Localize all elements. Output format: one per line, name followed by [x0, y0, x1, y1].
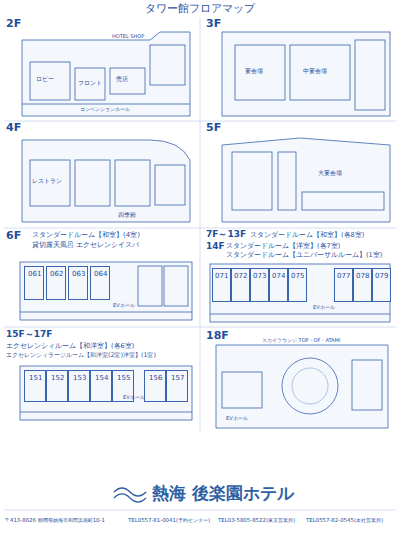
guest-room: 061 — [24, 266, 44, 300]
room-number: 156 — [149, 375, 162, 383]
ev-label: EVホール — [123, 395, 145, 401]
area-label: コンベンションホール — [80, 107, 130, 113]
ev-label: EVホール — [313, 305, 335, 311]
area-label: 大宴会場 — [318, 170, 342, 177]
floor-heading: 2F — [6, 18, 21, 30]
guest-room: 079 — [372, 268, 391, 302]
area-label: 宴会場 — [245, 68, 263, 75]
shop-label: HOTEL SHOP — [112, 34, 144, 40]
area-label: 売店 — [116, 76, 128, 83]
guest-room: 154 — [90, 370, 112, 402]
guest-room: 073 — [250, 268, 269, 302]
floor-heading: 6F — [6, 230, 21, 242]
floor-heading: 3F — [206, 18, 221, 30]
room-number: 073 — [253, 273, 266, 281]
room-number: 071 — [215, 273, 228, 281]
room-number: 079 — [375, 273, 388, 281]
room-number: 072 — [234, 273, 247, 281]
guest-room: 077 — [334, 268, 353, 302]
guest-room: 075 — [288, 268, 307, 302]
room-number: 061 — [28, 271, 41, 279]
floor-description: エクセレンシィラージルーム【和洋室(2室)洋室】(1室) — [6, 352, 156, 359]
map-title: タワー館フロアマップ — [145, 3, 255, 15]
floor-panel: 2F — [4, 18, 196, 120]
floor-description: スタンダードルーム【洋室】(各7室) — [226, 243, 340, 250]
guest-room: 074 — [269, 268, 288, 302]
room-number: 063 — [72, 271, 85, 279]
room-number: 151 — [29, 375, 42, 383]
floor-description: スタンダードルーム【和室】(4室) — [32, 232, 140, 240]
guest-room: 064 — [90, 266, 110, 300]
area-label: 中宴会場 — [303, 68, 327, 75]
lounge-label: スカイラウンジ TOP・OF・ATAMI — [262, 338, 340, 344]
floor-heading: 4F — [6, 122, 21, 134]
hotel-logo: 熱海 後楽園ホテル — [152, 484, 294, 503]
floor-panel: 5F — [204, 122, 396, 226]
address: 〒413-8626 静岡県熱海市和田浜南町10-1 — [5, 518, 105, 524]
floor-panel: 3F — [204, 18, 396, 120]
room-number: 153 — [73, 375, 86, 383]
guest-room: 152 — [46, 370, 68, 402]
floor-heading: 5F — [206, 122, 221, 134]
phone: TEL03-5805-8522(東京営業所) — [218, 518, 295, 524]
floor-description: スタンダードルーム【和室】(各8室) — [250, 232, 364, 239]
guest-room: 153 — [68, 370, 90, 402]
floor-description: エクセレンシィルーム【和洋室】(各6室) — [6, 343, 134, 350]
room-number: 074 — [272, 273, 285, 281]
guest-room: 071 — [212, 268, 231, 302]
ev-label: EVホール — [226, 416, 248, 422]
ev-label: EVホール — [113, 303, 135, 309]
room-number: 155 — [117, 375, 130, 383]
floor-heading: 7F～13F — [206, 230, 246, 240]
room-number: 075 — [291, 273, 304, 281]
room-number: 152 — [51, 375, 64, 383]
guest-room: 151 — [24, 370, 46, 402]
area-label: 四季殿 — [118, 212, 136, 219]
guest-room: 156 — [144, 370, 166, 402]
room-number: 157 — [171, 375, 184, 383]
room-number: 077 — [337, 273, 350, 281]
room-number: 064 — [94, 271, 107, 279]
guest-room: 072 — [231, 268, 250, 302]
room-number: 078 — [356, 273, 369, 281]
floor-heading: 18F — [206, 330, 229, 342]
area-label: レストラン — [32, 178, 62, 184]
floor-panel: 6F スタンダードルーム【和室】(4室) 貸切露天風呂 エクセレンシイスパ 061 06… — [4, 230, 196, 328]
guest-room: 078 — [353, 268, 372, 302]
room-number: 154 — [95, 375, 108, 383]
floor-description: 貸切露天風呂 エクセレンシイスパ — [32, 242, 139, 250]
guest-room: 157 — [166, 370, 188, 402]
floor-description: 14F — [206, 242, 225, 252]
room-number: 062 — [50, 271, 63, 279]
guest-room: 063 — [68, 266, 88, 300]
area-label: ロビー — [36, 76, 54, 83]
floor-description: スタンダードルーム【ユニバーサルルーム】(1室) — [226, 252, 382, 259]
floor-panel: 15F～17F エクセレンシィルーム【和洋室】(各6室) エクセレンシィラージルーム… — [4, 330, 196, 422]
area-label: フロント — [78, 80, 102, 87]
phone: TEL0557-81-0041(予約センター) — [128, 518, 210, 524]
guest-room: 062 — [46, 266, 66, 300]
phone: TEL0557-82-0545(本社営業所) — [306, 518, 383, 524]
floor-heading: 15F～17F — [6, 330, 52, 340]
floor-panel: 7F～13F スタンダードルーム【和室】(各8室) 14Fスタンダードルーム【洋室】… — [204, 230, 396, 328]
floor-panel: 4F — [4, 122, 196, 226]
